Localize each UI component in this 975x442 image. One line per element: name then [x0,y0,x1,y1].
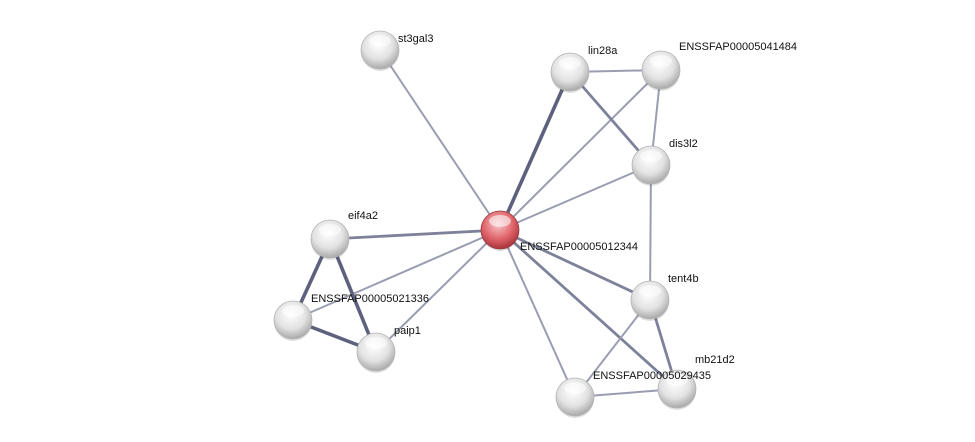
node-mb21d2[interactable] [657,369,697,410]
edge-center-n21336 [292,229,501,321]
node-n21336[interactable] [273,300,313,341]
edge-center-eif4a2 [329,228,501,241]
edge-center-lin28a [498,71,572,231]
node-n41484[interactable] [641,50,681,91]
node-label: ENSSFAP00005012344 [520,241,638,253]
node-label: tent4b [668,273,699,285]
edge-eif4a2-paip1 [328,238,378,353]
edge-dis3l2-tent4b [649,164,652,301]
edge-center-dis3l2 [499,164,652,231]
node-label: mb21d2 [695,354,735,366]
node-label: eif4a2 [348,210,378,222]
node-eif4a2[interactable] [310,219,350,260]
node-n9435[interactable] [555,377,595,418]
edge-center-st3gal3 [379,49,501,231]
node-lin28a[interactable] [550,52,590,93]
node-st3gal3[interactable] [360,30,400,71]
node-label: lin28a [588,45,618,57]
edge-center-paip1 [375,229,501,353]
node-label: ENSSFAP00005041484 [679,41,797,53]
node-tent4b[interactable] [630,280,670,321]
node-label: ENSSFAP00005021336 [311,293,429,305]
node-paip1[interactable] [356,332,396,373]
node-center[interactable] [480,210,520,251]
edge-tent4b-n9435 [574,299,651,398]
edge-center-n41484 [499,69,662,231]
edge-lin28a-dis3l2 [568,71,653,166]
node-label: paip1 [394,325,421,337]
edge-center-n9435 [499,229,576,398]
node-dis3l2[interactable] [631,145,671,186]
edge-center-mb21d2 [499,228,678,391]
node-label: dis3l2 [669,138,698,150]
edge-center-tent4b [499,228,651,302]
node-label: st3gal3 [398,33,433,45]
node-label: ENSSFAP00005029435 [593,370,711,382]
